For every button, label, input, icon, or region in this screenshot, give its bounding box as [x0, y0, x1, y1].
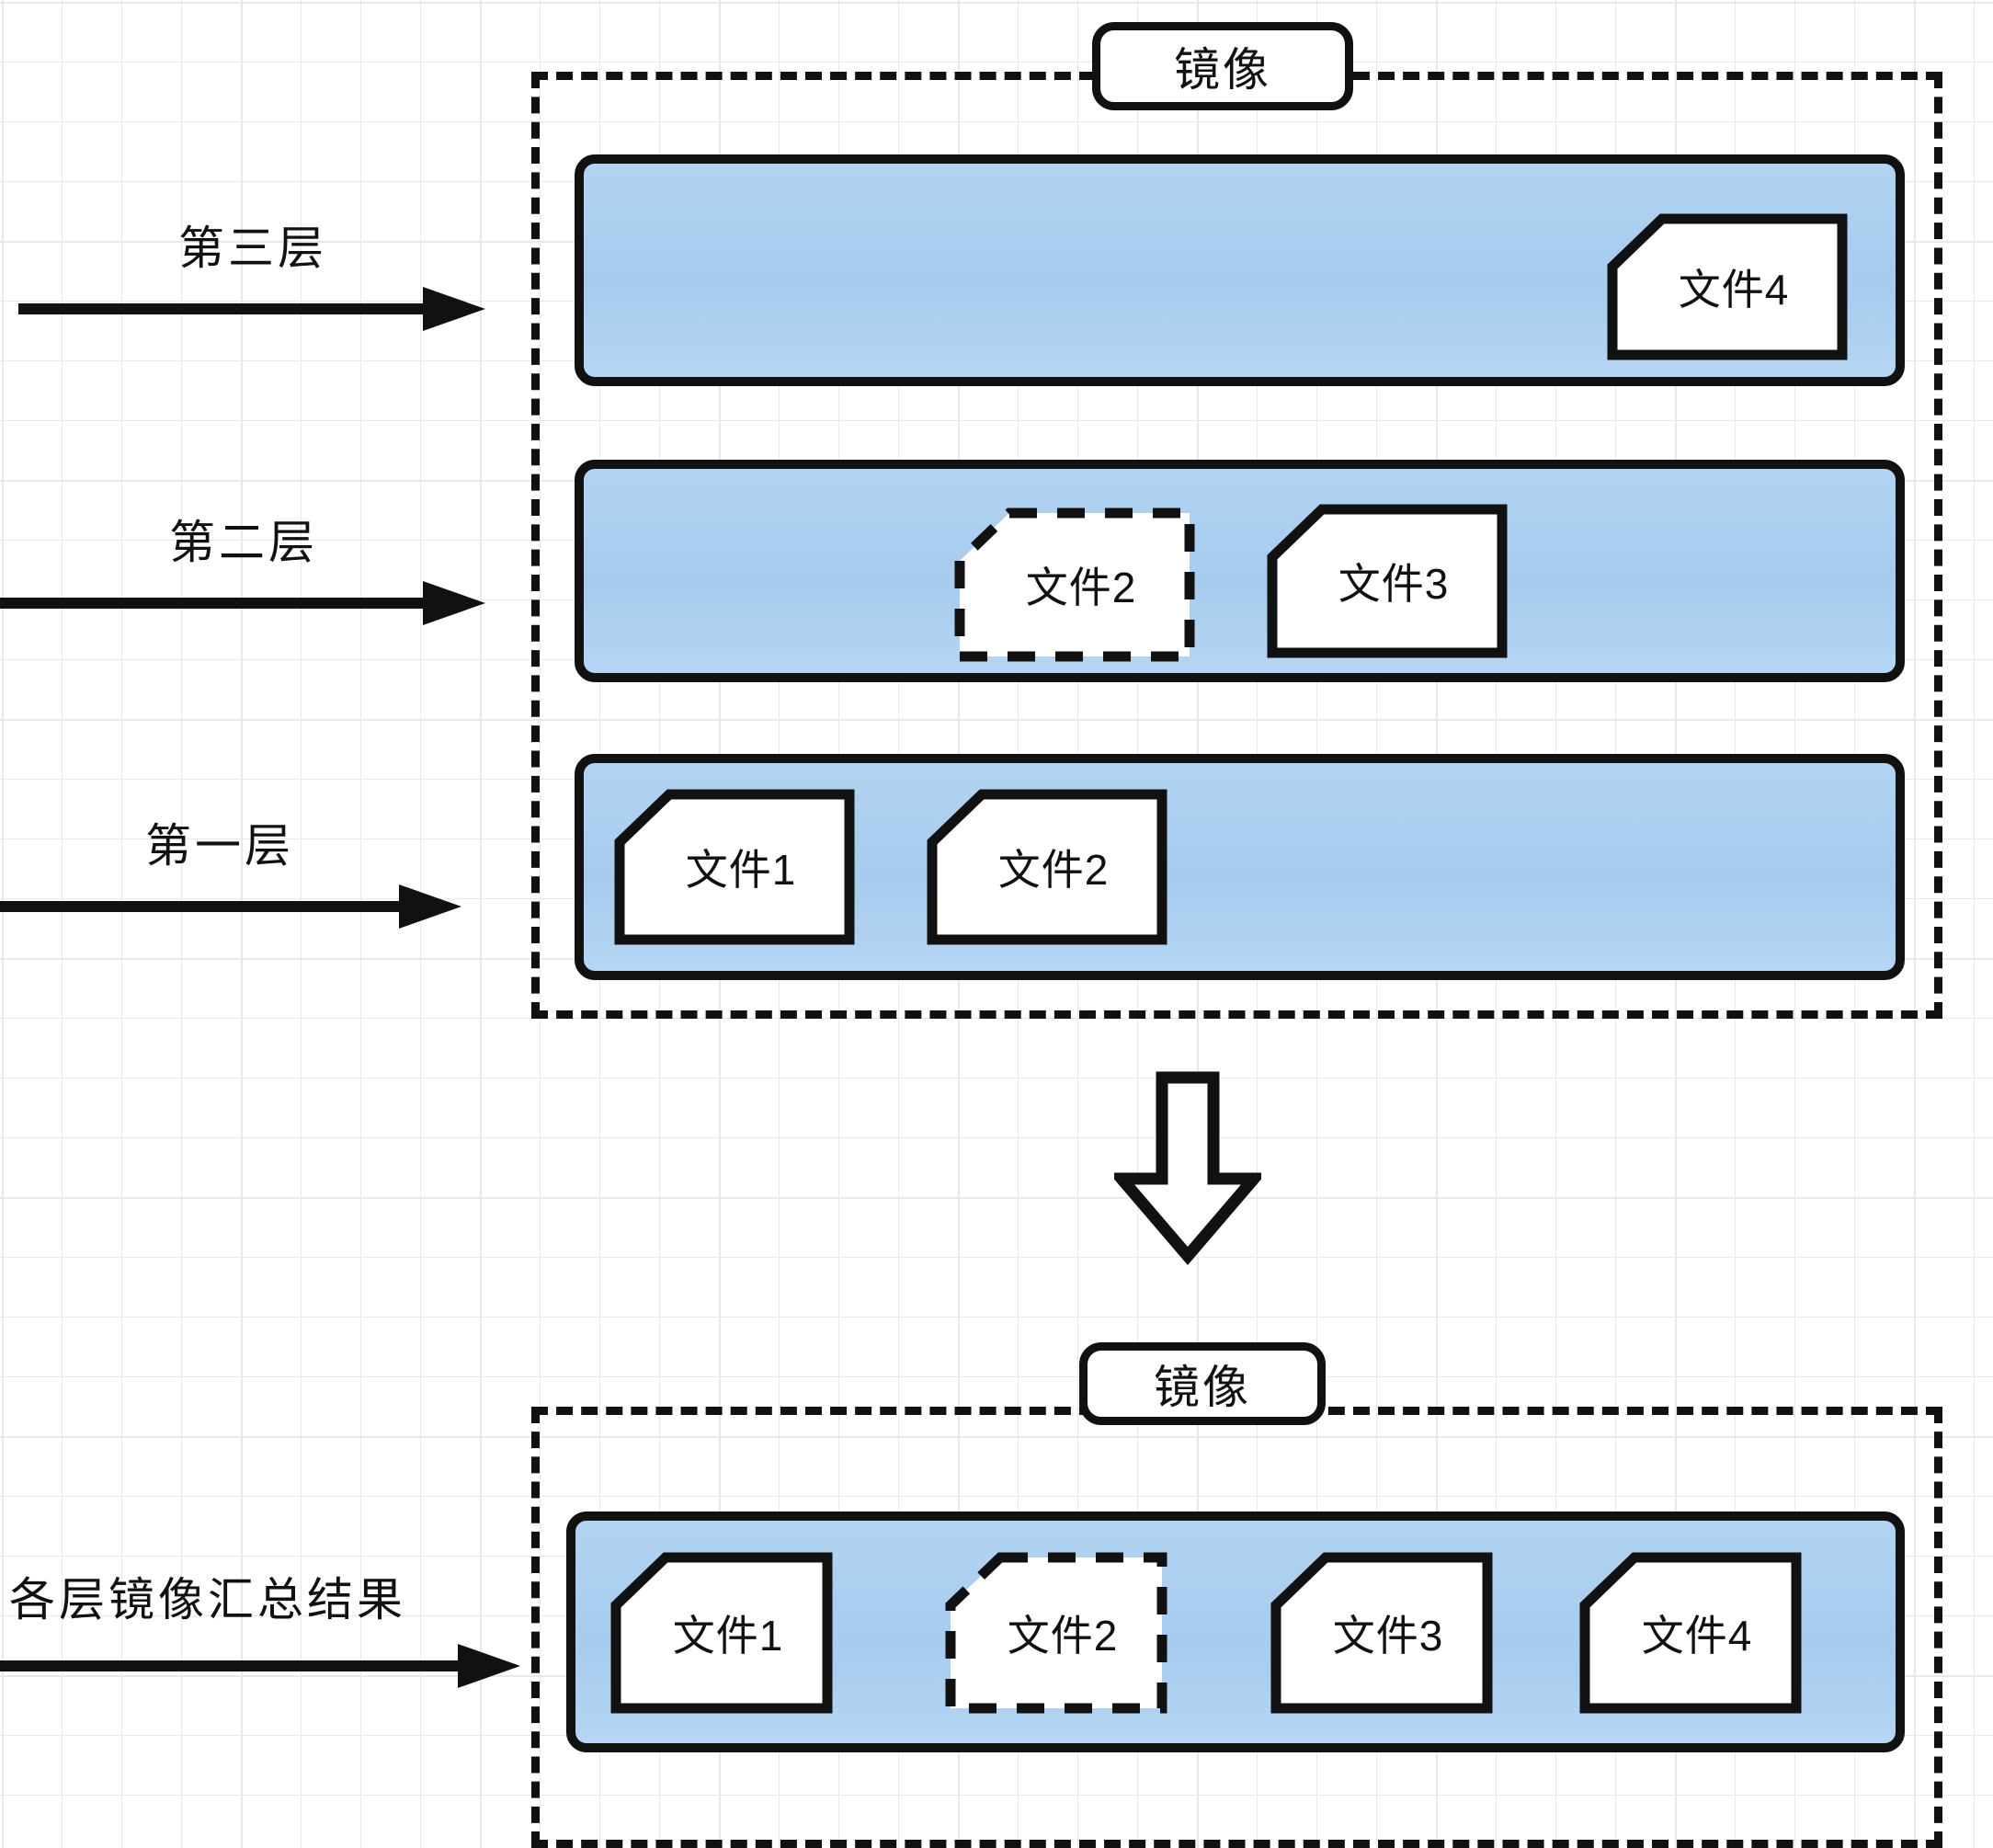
image-label-top: 镜像 [1092, 22, 1353, 110]
file-node-wenjian4-merged[interactable]: 文件4 [1579, 1552, 1802, 1714]
down-arrow-icon [1114, 1071, 1261, 1265]
arrow-right-icon [18, 287, 485, 331]
file-node-wenjian3-layer2[interactable]: 文件3 [1267, 504, 1508, 658]
file-shape-icon [1579, 1552, 1802, 1714]
image-label-bottom-text: 镜像 [1154, 1362, 1251, 1413]
file-shape-dashed-icon [945, 1552, 1167, 1714]
file-node-wenjian1-layer1[interactable]: 文件1 [614, 789, 855, 945]
annotation-layer-3-label: 第三层 [178, 222, 327, 274]
arrow-right-icon [0, 884, 461, 929]
file-node-wenjian4-layer3[interactable]: 文件4 [1607, 213, 1848, 360]
image-label-top-text: 镜像 [1174, 44, 1271, 96]
annotation-merged-result-label: 各层镜像汇总结果 [9, 1574, 406, 1626]
file-node-wenjian3-merged[interactable]: 文件3 [1270, 1552, 1493, 1714]
annotation-layer-1-label: 第一层 [145, 820, 294, 872]
file-shape-dashed-icon [954, 508, 1195, 662]
annotation-layer-2-label: 第二层 [169, 517, 318, 568]
file-shape-icon [614, 789, 855, 945]
file-node-wenjian2-merged[interactable]: 文件2 [945, 1552, 1167, 1714]
merge-down-arrow [1114, 1070, 1261, 1265]
arrow-right-icon [0, 1644, 520, 1688]
annotation-layer-1: 第一层 [0, 809, 463, 929]
image-label-bottom: 镜像 [1079, 1342, 1326, 1425]
file-shape-icon [610, 1552, 833, 1714]
layer-2-bar [575, 460, 1905, 682]
file-shape-icon [927, 789, 1167, 945]
file-shape-icon [1267, 504, 1508, 658]
annotation-merged-result: 各层镜像汇总结果 [0, 1563, 524, 1692]
file-node-wenjian2-layer2[interactable]: 文件2 [954, 508, 1195, 662]
file-shape-icon [1270, 1552, 1493, 1714]
arrow-right-icon [0, 581, 485, 625]
file-shape-icon [1607, 213, 1848, 360]
file-node-wenjian2-layer1[interactable]: 文件2 [927, 789, 1167, 945]
annotation-layer-3: 第三层 [18, 211, 487, 331]
annotation-layer-2: 第二层 [0, 506, 487, 625]
file-node-wenjian1-merged[interactable]: 文件1 [610, 1552, 833, 1714]
